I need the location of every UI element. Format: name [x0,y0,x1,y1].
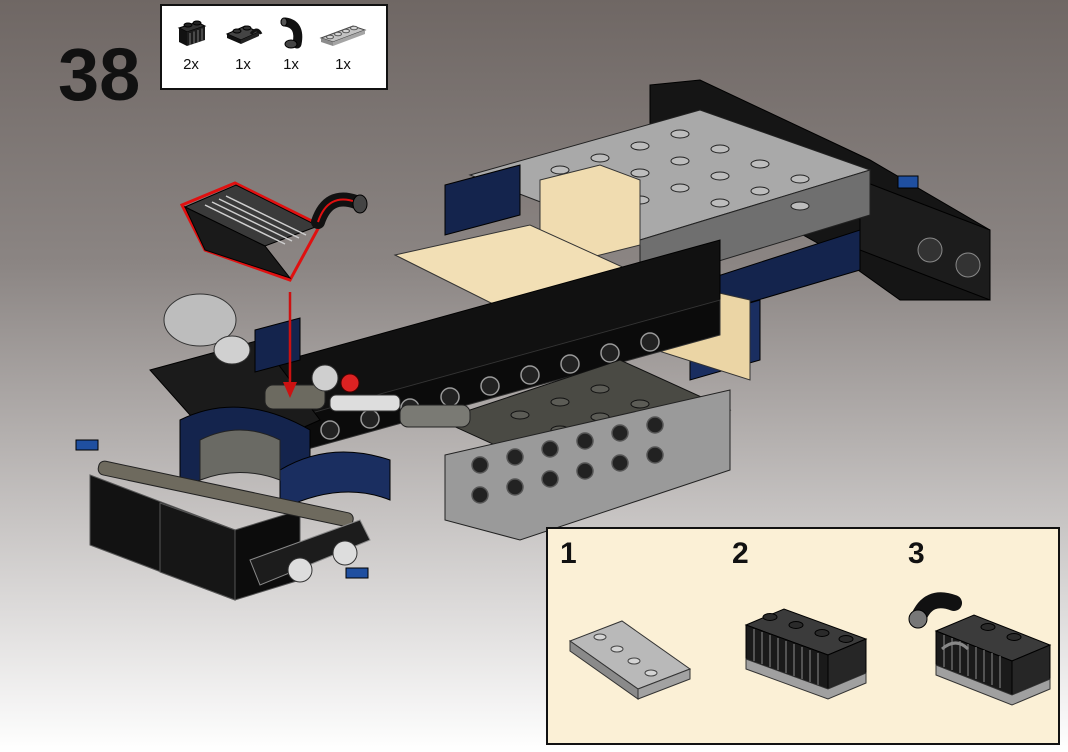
part-quantity: 1x [283,56,299,73]
tile-grille-piece-icon [177,20,207,46]
subassembly-step-label: 1 [560,537,577,570]
subassembly-step-label: 3 [908,537,925,570]
grille-hose-assembly-icon [908,592,1052,706]
parts-list-box: 2x 1x 1x 1x [160,4,388,90]
part-entry: 1x [318,16,368,73]
part-entry: 2x [166,16,216,73]
part-quantity: 1x [335,56,351,73]
part-entry: 1x [218,16,268,73]
step-number: 38 [58,33,141,116]
tile-grille-piece-icon [744,608,868,700]
plate-with-clip-piece-icon [225,25,263,44]
curved-hose-piece-icon [280,17,303,49]
part-entry: 1x [266,16,316,73]
subassembly-step-label: 2 [732,537,749,570]
part-quantity: 1x [235,56,251,73]
plate-1x4-piece-icon [568,620,692,700]
subassembly-illustrations [568,592,1052,706]
part-quantity: 2x [183,56,199,73]
subassembly-panel: 1 2 3 [546,527,1060,745]
plate-1x4-piece-icon [319,25,367,46]
